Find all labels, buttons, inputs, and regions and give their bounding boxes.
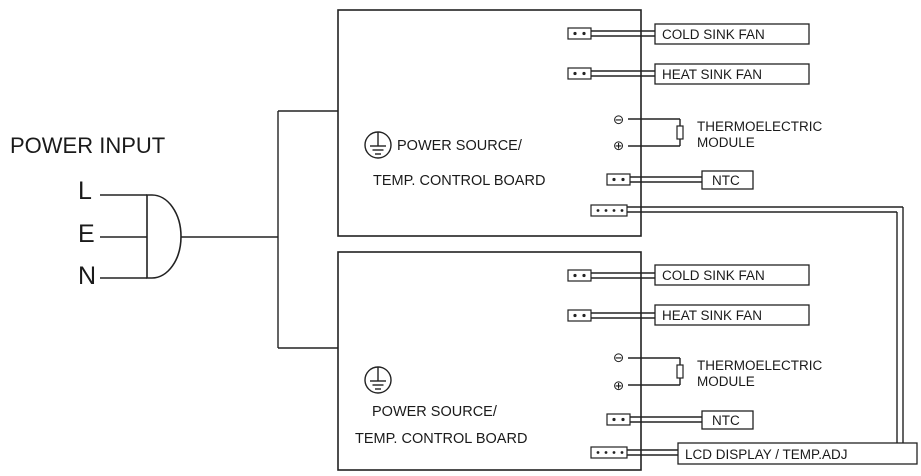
heat-sink-fan-connector-top	[567, 67, 655, 80]
line-n-label: N	[78, 262, 96, 290]
input-wires	[100, 194, 147, 279]
heat-sink-fan-label-bottom: HEAT SINK FAN	[662, 308, 762, 323]
lcd-display-box	[677, 442, 918, 465]
heat-sink-fan-label-top: HEAT SINK FAN	[662, 67, 762, 82]
cold-sink-fan-connector-top	[567, 27, 655, 40]
ntc-box-bottom	[701, 410, 754, 430]
ntc-connector-bottom	[606, 413, 702, 426]
ground-icon-bottom	[364, 366, 392, 394]
ntc-label-bottom: NTC	[712, 413, 740, 428]
power-plug-symbol	[146, 194, 182, 279]
board-bottom-label-line2: TEMP. CONTROL BOARD	[355, 431, 527, 447]
te-module-label-line2-bottom: MODULE	[697, 374, 755, 389]
heat-sink-fan-box-top	[654, 63, 810, 85]
power-input-title: POWER INPUT	[10, 133, 165, 158]
ntc-connector-top	[606, 173, 702, 186]
cold-sink-fan-box-bottom	[654, 264, 810, 286]
te-module-wiring-bottom	[628, 357, 684, 386]
display-connector-bottom	[590, 446, 678, 459]
heat-sink-fan-connector-bottom	[567, 309, 655, 322]
te-module-label-line1-bottom: THERMOELECTRIC	[697, 358, 823, 373]
cold-sink-fan-connector-bottom	[567, 269, 655, 282]
display-connector-top	[590, 204, 628, 217]
board-bottom-label-line1: POWER SOURCE/	[372, 404, 498, 420]
board-top-label-line2: TEMP. CONTROL BOARD	[373, 173, 545, 189]
display-cable	[627, 206, 904, 443]
te-plus-terminal-bottom: ⊕	[613, 378, 624, 393]
lcd-display-label: LCD DISPLAY / TEMP.ADJ	[685, 447, 848, 462]
ntc-box-top	[701, 170, 754, 190]
te-module-wiring-top	[628, 118, 684, 147]
line-l-label: L	[78, 177, 92, 205]
ground-icon-top	[364, 131, 392, 159]
line-e-label: E	[78, 220, 95, 248]
te-module-label-line1-top: THERMOELECTRIC	[697, 119, 823, 134]
control-board-bottom	[337, 251, 642, 471]
board-top-label-line1: POWER SOURCE/	[397, 138, 523, 154]
te-plus-terminal-top: ⊕	[613, 138, 624, 153]
te-minus-terminal-bottom: ⊖	[613, 350, 624, 365]
ntc-label-top: NTC	[712, 173, 740, 188]
heat-sink-fan-box-bottom	[654, 304, 810, 326]
te-minus-terminal-top: ⊖	[613, 112, 624, 127]
cold-sink-fan-label-bottom: COLD SINK FAN	[662, 268, 765, 283]
cold-sink-fan-label-top: COLD SINK FAN	[662, 27, 765, 42]
control-board-top	[337, 9, 642, 237]
cold-sink-fan-box-top	[654, 23, 810, 45]
te-module-label-line2-top: MODULE	[697, 135, 755, 150]
